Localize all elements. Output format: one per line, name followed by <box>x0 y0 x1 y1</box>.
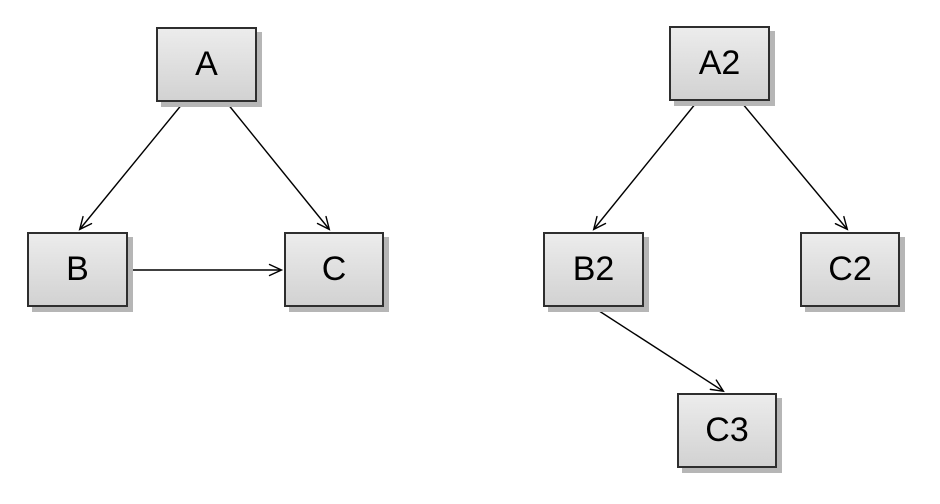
edges-group <box>78 102 849 393</box>
node-B[interactable]: B <box>27 232 128 307</box>
node-B2[interactable]: B2 <box>543 232 644 307</box>
node-label-A: A <box>195 44 218 83</box>
node-label-C2: C2 <box>828 249 872 288</box>
edge-A2-C2[interactable] <box>741 102 849 231</box>
edge-B2-C3[interactable] <box>592 306 725 393</box>
node-label-C: C <box>321 249 347 288</box>
node-label-A2: A2 <box>698 43 741 82</box>
edge-A-B[interactable] <box>78 102 184 231</box>
node-C2[interactable]: C2 <box>800 232 900 307</box>
node-A2[interactable]: A2 <box>669 26 770 101</box>
node-label-B2: B2 <box>572 249 615 288</box>
node-label-B: B <box>66 249 89 288</box>
edge-A2-B2[interactable] <box>592 102 697 231</box>
node-C3[interactable]: C3 <box>677 393 777 468</box>
node-label-C3: C3 <box>705 410 749 449</box>
edge-A-C[interactable] <box>226 102 331 231</box>
node-A[interactable]: A <box>156 27 257 102</box>
node-C[interactable]: C <box>284 232 384 307</box>
